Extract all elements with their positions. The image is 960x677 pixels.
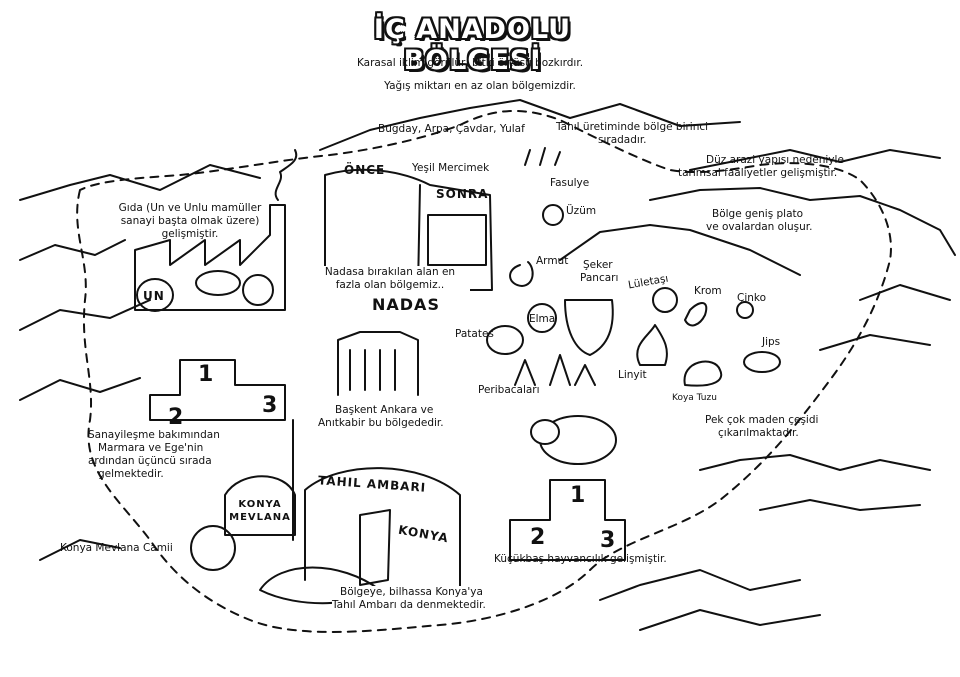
note-fallow-2: fazla olan bölgemiz.. xyxy=(310,279,470,292)
mountain-range-right-2 xyxy=(649,187,956,256)
mountain-range-bottom-left xyxy=(39,539,121,561)
granary-door xyxy=(359,509,391,586)
note-industry: Sanayileşme bakımından xyxy=(88,429,220,441)
sugar-beet-drawing xyxy=(564,299,614,356)
note-capital: Başkent Ankara ve xyxy=(335,404,434,416)
label-sugar-beet: Şeker xyxy=(583,259,613,271)
zinc-drawing xyxy=(736,301,754,319)
chrome-drawing xyxy=(684,302,708,327)
label-salt: Koya Tuzu xyxy=(672,393,717,403)
label-sugar-beet-2: Pancarı xyxy=(580,272,619,284)
label-before: ÖNCE xyxy=(344,163,386,177)
note-grain-rank-2: sıradadır. xyxy=(598,134,647,146)
plateau xyxy=(559,224,801,276)
apple-drawing xyxy=(527,303,557,333)
note-mines-2: çıkarılmaktadır. xyxy=(718,427,799,439)
note-flat-land-2: tarımsal faaliyetler gelişmiştir. xyxy=(678,167,838,179)
mountain-range-right xyxy=(689,149,941,171)
label-fairy-chimneys: Peribacaları xyxy=(478,384,540,396)
podium-right xyxy=(509,479,626,561)
factory-chimney-smoke xyxy=(274,149,298,201)
label-grape: Üzüm xyxy=(566,205,597,217)
label-bean: Fasulye xyxy=(550,177,590,189)
flour-sack xyxy=(136,278,174,312)
bread xyxy=(195,270,241,296)
label-fallow: NADAS xyxy=(372,295,440,314)
note-grain-rank: Tahıl üretiminde bölge birinci xyxy=(556,121,709,133)
podium-right-third: 3 xyxy=(600,528,616,553)
mountain-range-bottom-2 xyxy=(639,609,821,631)
mountain-range-left xyxy=(19,164,261,201)
fairy-chimneys-drawing xyxy=(514,354,596,386)
note-mines: Pek çok maden çeşidi xyxy=(705,414,819,426)
label-zinc: Çinko xyxy=(737,292,767,304)
podium-left xyxy=(149,359,286,421)
label-potato: Patates xyxy=(455,328,494,340)
potato-drawing xyxy=(486,325,524,355)
label-after: SONRA xyxy=(436,187,489,201)
label-konya-mevlana-2: MEVLANA xyxy=(229,512,291,523)
anitkabir-drawing xyxy=(337,331,419,396)
label-apple: Elma xyxy=(529,313,556,325)
mountain-range-top xyxy=(319,99,741,151)
ring-bagel xyxy=(242,274,274,306)
tractor-field-field xyxy=(427,214,487,266)
subtitle-rainfall: Yağış miktarı en az olan bölgemizdir. xyxy=(384,80,576,92)
mountain-range-right-6 xyxy=(759,499,921,511)
granary-building xyxy=(304,467,461,601)
lignite-drawing xyxy=(636,324,668,366)
label-lignite: Linyit xyxy=(618,369,647,381)
subtitle-climate: Karasal iklim görülür, bitki örtüsü bozk… xyxy=(356,57,584,69)
note-mosque: Konya Mevlana Camii xyxy=(60,542,173,554)
label-flour: UN xyxy=(143,289,165,303)
note-food-2: sanayi başta olmak üzere) xyxy=(120,215,260,227)
mountain-range-left-2 xyxy=(19,239,126,261)
label-gypsum: Jips xyxy=(762,336,781,348)
note-plateau: Bölge geniş plato xyxy=(712,208,804,220)
note-industry-2: Marmara ve Ege'nin xyxy=(98,442,204,454)
note-food: Gıda (Un ve Unlu mamüller xyxy=(118,202,262,214)
note-fallow: Nadasa bırakılan alan en xyxy=(310,266,470,279)
podium-right-first: 1 xyxy=(570,483,586,508)
label-green-lentil: Yeşil Mercimek xyxy=(412,162,490,174)
podium-left-first: 1 xyxy=(198,362,214,387)
note-capital-2: Anıtkabir bu bölgededir. xyxy=(318,417,444,429)
region-border xyxy=(76,110,892,633)
label-konya-mevlana: KONYA xyxy=(238,499,282,510)
note-plateau-2: ve ovalardan oluşur. xyxy=(706,221,813,233)
podium-left-second: 2 xyxy=(168,405,184,430)
mountain-range-right-4 xyxy=(819,334,931,351)
grape-drawing xyxy=(542,204,564,226)
sheep-head xyxy=(530,419,560,445)
mevlana-figure xyxy=(190,525,236,571)
salt-drawing xyxy=(683,360,723,387)
note-flat-land: Düz arazi yapısı nedeniyle xyxy=(706,154,844,166)
label-chrome: Krom xyxy=(694,285,722,297)
gypsum-drawing xyxy=(743,351,781,373)
note-granary-2: Tahıl Ambarı da denmektedir. xyxy=(332,599,486,612)
mountain-range-right-3 xyxy=(859,284,951,301)
note-grains: Buğday, Arpa, Çavdar, Yulaf xyxy=(378,123,525,135)
mountain-range-right-5 xyxy=(699,454,931,471)
label-pear: Armut xyxy=(536,255,569,267)
grain-stalks xyxy=(524,147,561,166)
meerschaum-drawing xyxy=(652,287,678,313)
mevlana-dome xyxy=(224,475,296,536)
note-industry-3: ardından üçüncü sırada xyxy=(88,455,212,467)
note-industry-4: gelmektedir. xyxy=(98,468,164,480)
podium-left-third: 3 xyxy=(262,393,278,418)
note-granary: Bölgeye, bilhassa Konya'ya xyxy=(340,586,483,599)
note-food-3: gelişmiştir. xyxy=(161,228,219,240)
factory-building xyxy=(134,204,286,311)
before-after-panel xyxy=(324,168,493,291)
page-title: İÇ ANADOLU BÖLGESİ xyxy=(373,14,572,76)
podium-right-second: 2 xyxy=(530,525,546,550)
mountain-range-left-4 xyxy=(19,377,141,401)
pear-drawing xyxy=(509,261,534,287)
note-livestock: Küçükbaş hayvancılık gelişmiştir. xyxy=(494,553,667,565)
mountain-range-bottom xyxy=(599,569,801,601)
